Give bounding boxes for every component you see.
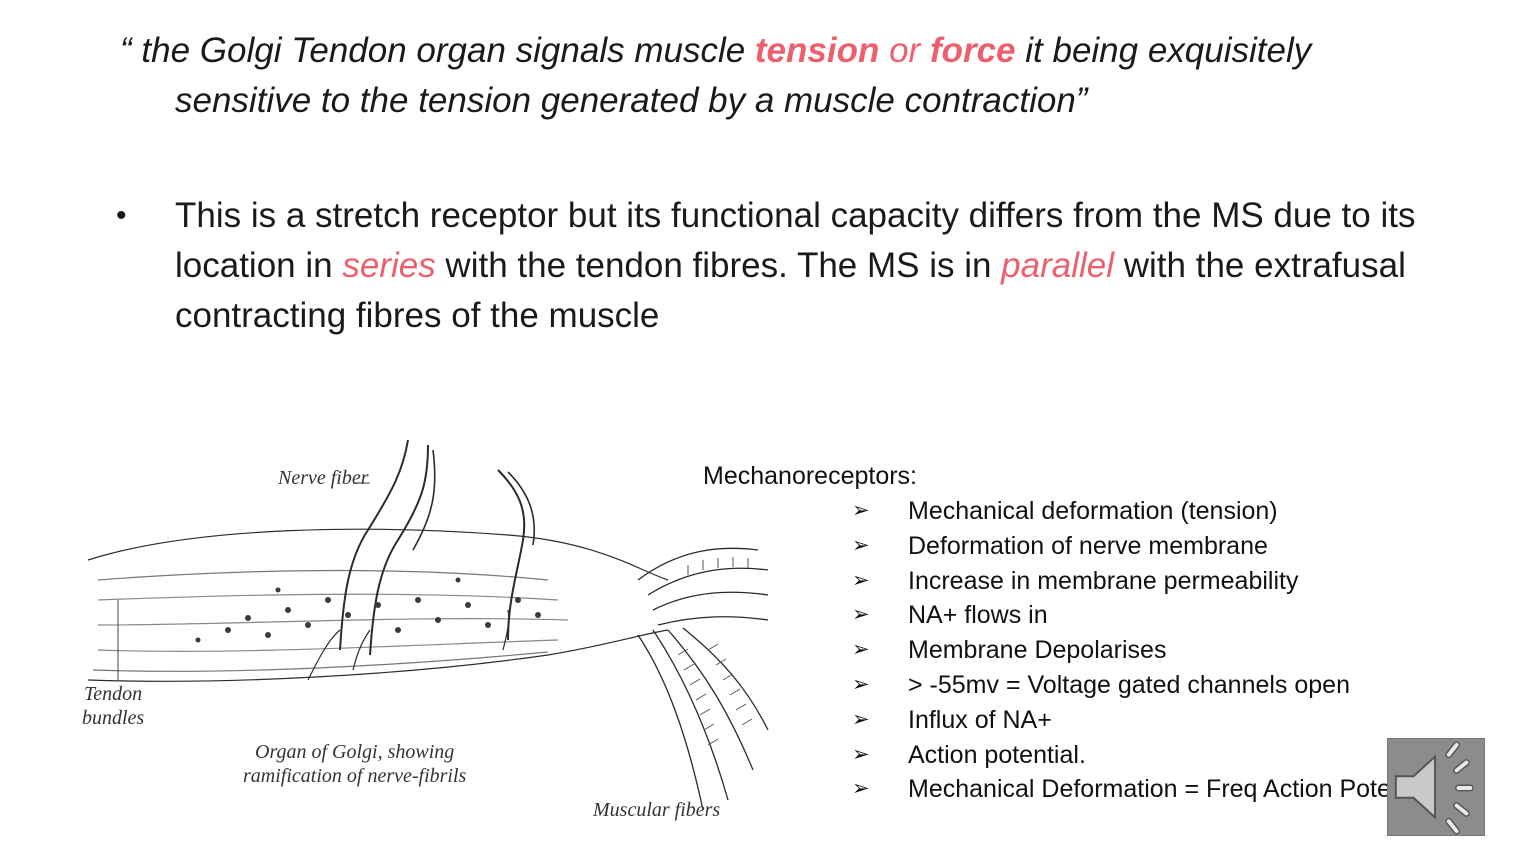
quote-text: “ the Golgi Tendon organ signals muscle …: [120, 26, 1420, 126]
list-item: ➢Influx of NA+: [852, 703, 1449, 738]
quote-part-rest: it being exquisitely: [1015, 31, 1312, 70]
arrow-bullet-icon: ➢: [852, 568, 870, 592]
bullet-paragraph: • This is a stretch receptor but its fun…: [116, 191, 1416, 341]
list-item: ➢NA+ flows in: [852, 598, 1449, 633]
bullet-series: series: [342, 246, 436, 285]
label-muscular-fibers: Muscular fibers: [593, 799, 721, 821]
label-tendon-bundles-line2: bundles: [82, 707, 145, 729]
arrow-bullet-icon: ➢: [852, 603, 870, 627]
arrow-bullet-icon: ➢: [852, 707, 870, 731]
list-item: ➢Increase in membrane permeability: [852, 564, 1449, 599]
label-tendon-bundles: Tendon bundles: [82, 682, 144, 730]
arrow-bullet-icon: ➢: [852, 499, 870, 522]
label-tendon-bundles-line1: Tendon: [84, 683, 143, 705]
arrow-bullet-icon: ➢: [852, 672, 870, 696]
quote-tension: tension: [754, 31, 880, 70]
label-organ-line2: ramification of nerve-fibrils: [243, 765, 467, 787]
arrow-bullet-icon: ➢: [852, 742, 870, 766]
bullet-part3: with the extrafusal contracting fibres o…: [175, 246, 1406, 335]
quote-or: or: [879, 31, 930, 70]
list-item: ➢Mechanical Deformation = Freq Action Po…: [852, 772, 1449, 807]
quote-part-open: “ the Golgi Tendon organ signals muscle: [120, 31, 755, 70]
quote-force: force: [929, 31, 1016, 70]
mechanoreceptors-list: ➢Mechanical deformation (tension) ➢Defor…: [852, 494, 1449, 807]
bullet-text: This is a stretch receptor but its funct…: [175, 191, 1416, 341]
bullet-dot: •: [116, 199, 127, 232]
golgi-drawing: [87, 439, 769, 811]
arrow-bullet-icon: ➢: [852, 777, 870, 801]
list-item: ➢Deformation of nerve membrane: [852, 529, 1449, 564]
list-item: ➢Mechanical deformation (tension): [852, 494, 1449, 529]
arrow-bullet-icon: ➢: [852, 638, 870, 662]
label-organ-line1: Organ of Golgi, showing: [255, 741, 455, 763]
list-item: ➢Action potential.: [852, 738, 1449, 773]
audio-speaker-button[interactable]: [1387, 738, 1485, 836]
bullet-parallel: parallel: [1001, 246, 1115, 285]
arrow-bullet-icon: ➢: [852, 533, 870, 557]
mechanoreceptors-title: Mechanoreceptors:: [703, 462, 918, 490]
quote-line2: sensitive to the tension generated by a …: [175, 81, 1088, 120]
bullet-part1: This is a stretch receptor but its funct…: [175, 196, 1416, 285]
speaker-icon: [1394, 741, 1474, 835]
list-item: ➢Membrane Depolarises: [852, 633, 1449, 668]
list-item: ➢> -55mv = Voltage gated channels open: [852, 668, 1449, 703]
bullet-part2: with the tendon fibres. The MS is in: [435, 246, 1002, 285]
label-nerve-fiber: Nerve fiber: [278, 467, 369, 489]
label-organ-of-golgi: Organ of Golgi, showing ramification of …: [243, 740, 466, 788]
golgi-tendon-illustration: Nerve fiber Tendon bundles Organ of Golg…: [78, 430, 778, 840]
